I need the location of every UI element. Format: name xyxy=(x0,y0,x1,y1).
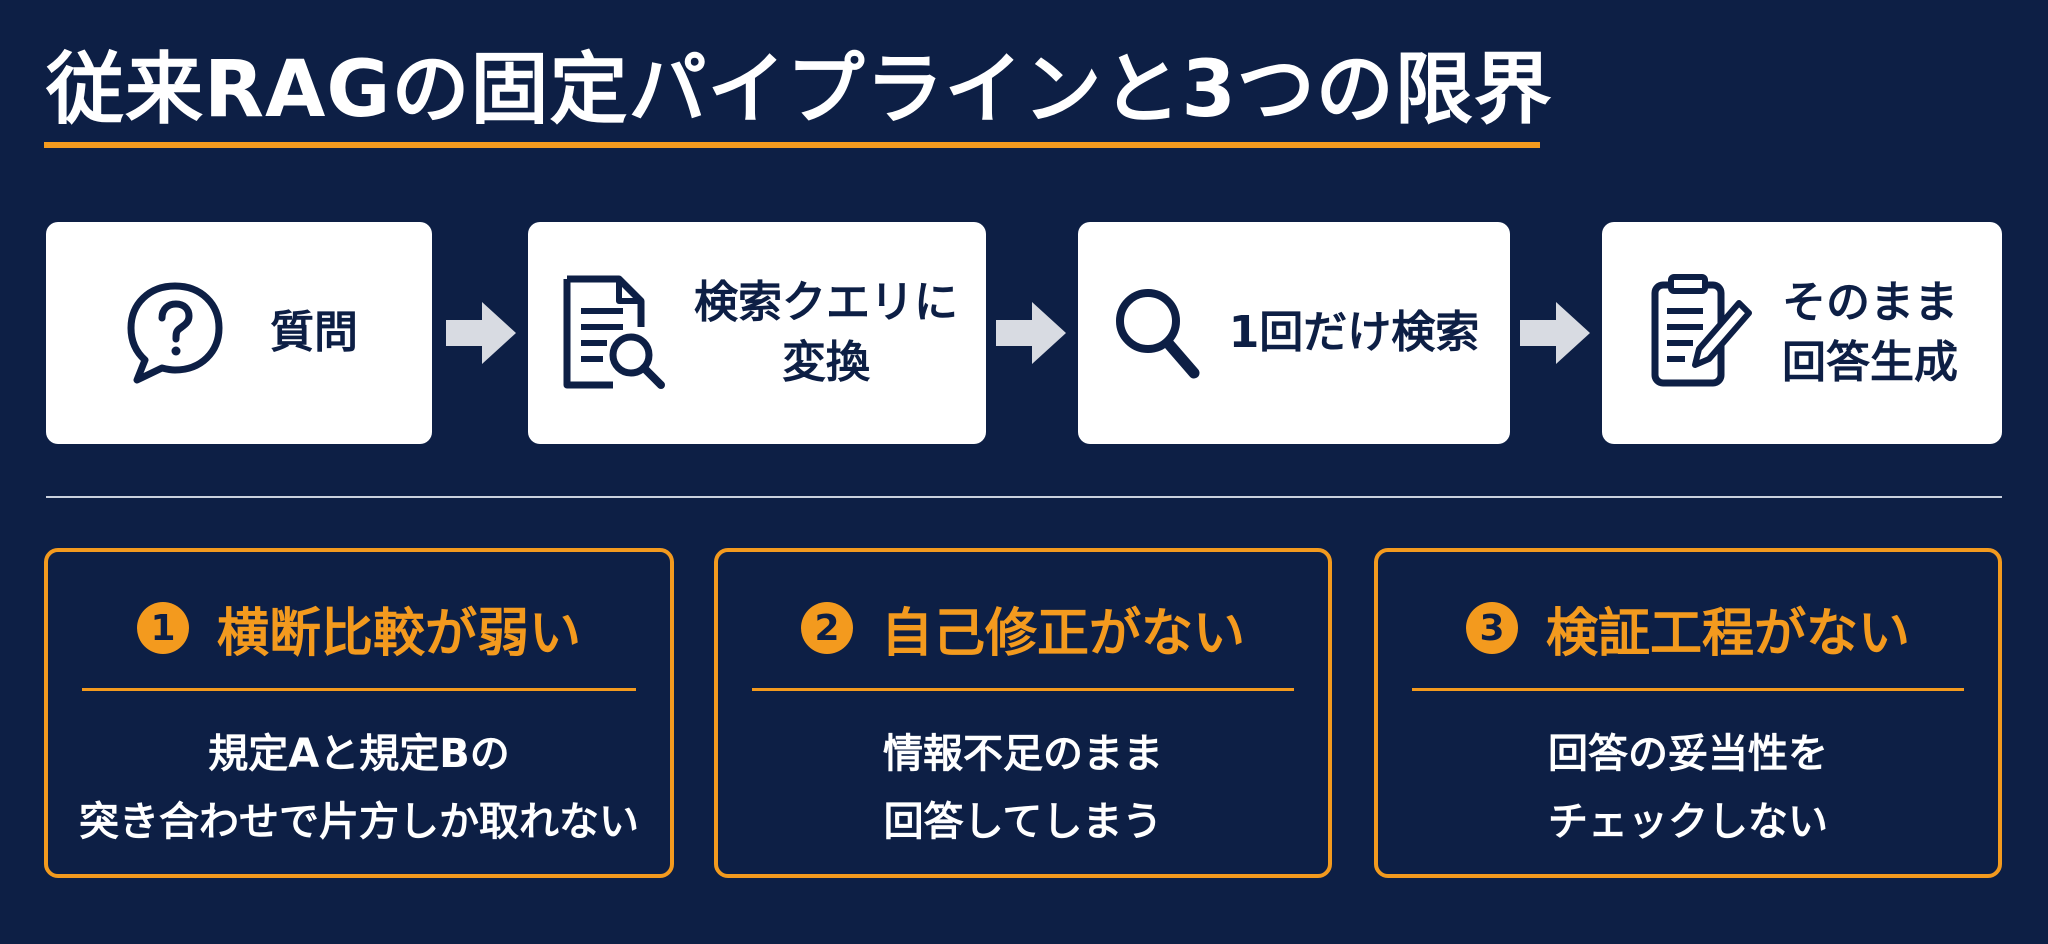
arrow-right-icon xyxy=(996,302,1066,364)
limit-heading: 1 横断比較が弱い xyxy=(48,588,670,668)
limit-description: 回答の妥当性を チェックしない xyxy=(1548,731,1828,845)
pipeline-step-query-convert: 検索クエリに 変換 xyxy=(528,222,986,444)
section-divider xyxy=(46,496,2002,498)
limit-title: 検証工程がない xyxy=(1545,603,1910,664)
limit-heading: 2 自己修正がない xyxy=(718,588,1328,668)
arrow-right-icon xyxy=(446,302,516,364)
question-bubble-icon xyxy=(120,278,230,388)
limit-card-cross-comparison: 1 横断比較が弱い 規定Aと規定Bの 突き合わせで片方しか取れない xyxy=(44,548,674,878)
limit-rule xyxy=(1412,688,1964,691)
page-title: 従来RAGの固定パイプラインと3つの限界 xyxy=(46,45,1553,135)
limit-title: 自己修正がない xyxy=(880,603,1245,664)
limit-card-verification: 3 検証工程がない 回答の妥当性を チェックしない xyxy=(1374,548,2002,878)
pipeline-step-question: 質問 xyxy=(46,222,432,444)
limit-description: 規定Aと規定Bの 突き合わせで片方しか取れない xyxy=(79,731,639,845)
limit-title: 横断比較が弱い xyxy=(216,603,581,664)
pipeline-step-label: 1回だけ検索 xyxy=(1228,307,1480,358)
pipeline-step-direct-answer: そのまま 回答生成 xyxy=(1602,222,2002,444)
number-badge: 3 xyxy=(1465,602,1518,654)
number-badge: 1 xyxy=(136,602,189,654)
pipeline-step-label: 質問 xyxy=(270,307,358,358)
limit-rule xyxy=(82,688,636,691)
arrow-right-icon xyxy=(1520,302,1590,364)
limit-heading: 3 検証工程がない xyxy=(1378,588,1998,668)
limit-card-self-correction: 2 自己修正がない 情報不足のまま 回答してしまう xyxy=(714,548,1332,878)
pipeline-step-label: そのまま 回答生成 xyxy=(1782,277,1958,388)
title-underline xyxy=(44,142,1540,148)
limit-rule xyxy=(752,688,1294,691)
document-pen-icon xyxy=(1646,273,1754,393)
pipeline-step-label: 検索クエリに 変換 xyxy=(694,277,958,388)
magnifier-icon xyxy=(1109,281,1205,385)
pipeline-step-single-search: 1回だけ検索 xyxy=(1078,222,1510,444)
limit-description: 情報不足のまま 回答してしまう xyxy=(883,731,1163,845)
document-search-icon xyxy=(556,271,670,395)
number-badge: 2 xyxy=(800,602,853,654)
